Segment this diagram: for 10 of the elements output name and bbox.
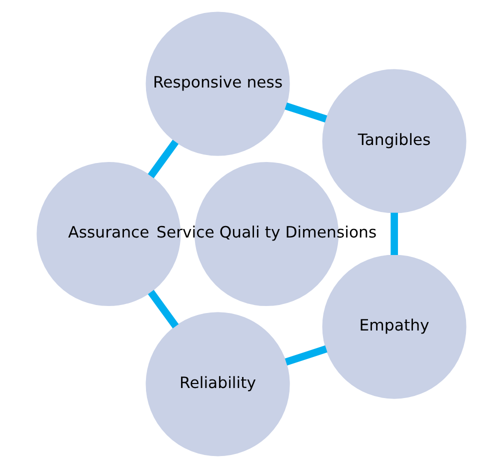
connector [148,290,179,328]
node-circle: Tangibles [322,69,466,214]
connector [284,102,328,122]
connector [148,140,179,178]
node-label: Service Quali ty Dimensions [156,222,377,242]
connector [284,345,328,366]
connector [390,212,398,256]
node-circle: Responsive ness [146,12,290,156]
node-circle: Reliability [146,312,290,456]
node-circle: Empathy [322,254,466,399]
